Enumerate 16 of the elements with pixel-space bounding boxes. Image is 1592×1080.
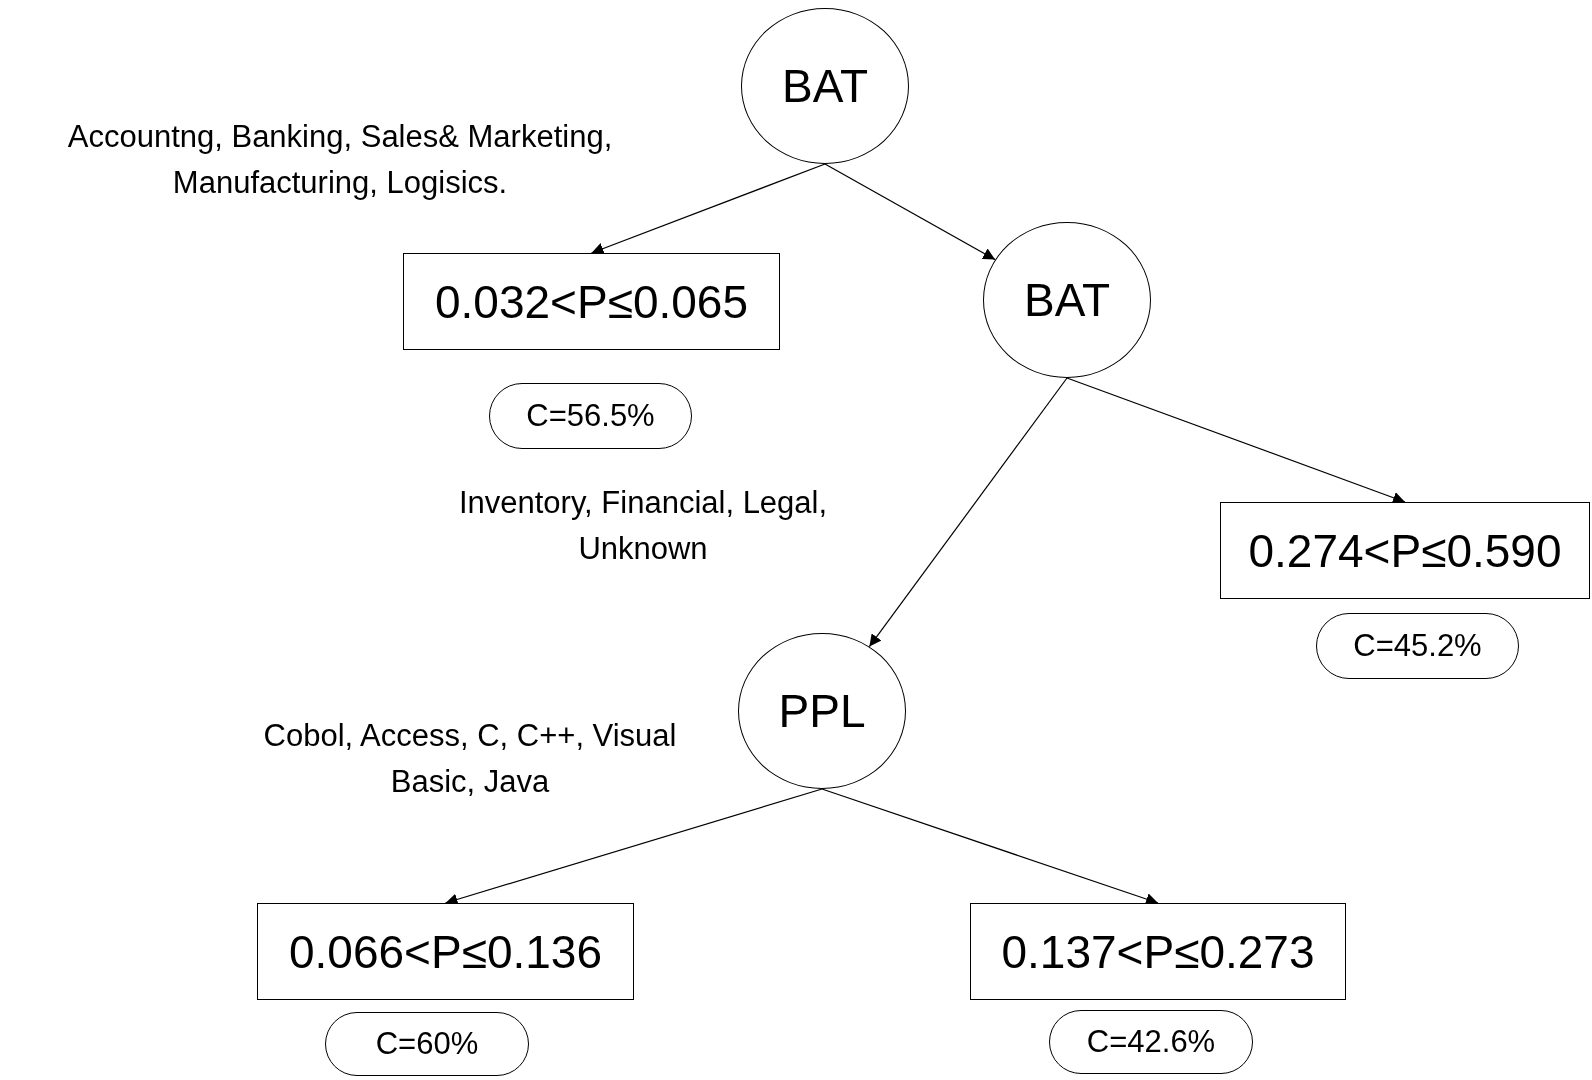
arrow [821, 788, 1159, 905]
arrow [1066, 377, 1406, 504]
decision-circle: PPL [738, 633, 906, 789]
result-box: 0.066<P≤0.136 [257, 903, 634, 1000]
confidence-pill: C=56.5% [489, 383, 692, 449]
result-box: 0.274<P≤0.590 [1220, 502, 1590, 599]
confidence-pill: C=45.2% [1316, 613, 1519, 679]
decision-circle: BAT [741, 8, 909, 164]
arrow [824, 163, 996, 261]
decision-circle: BAT [983, 222, 1151, 378]
arrow [590, 163, 826, 255]
confidence-pill: C=60% [325, 1012, 529, 1076]
result-box: 0.032<P≤0.065 [403, 253, 780, 350]
confidence-pill: C=42.6% [1049, 1010, 1253, 1074]
arrow [868, 377, 1068, 648]
result-box: 0.137<P≤0.273 [970, 903, 1346, 1000]
